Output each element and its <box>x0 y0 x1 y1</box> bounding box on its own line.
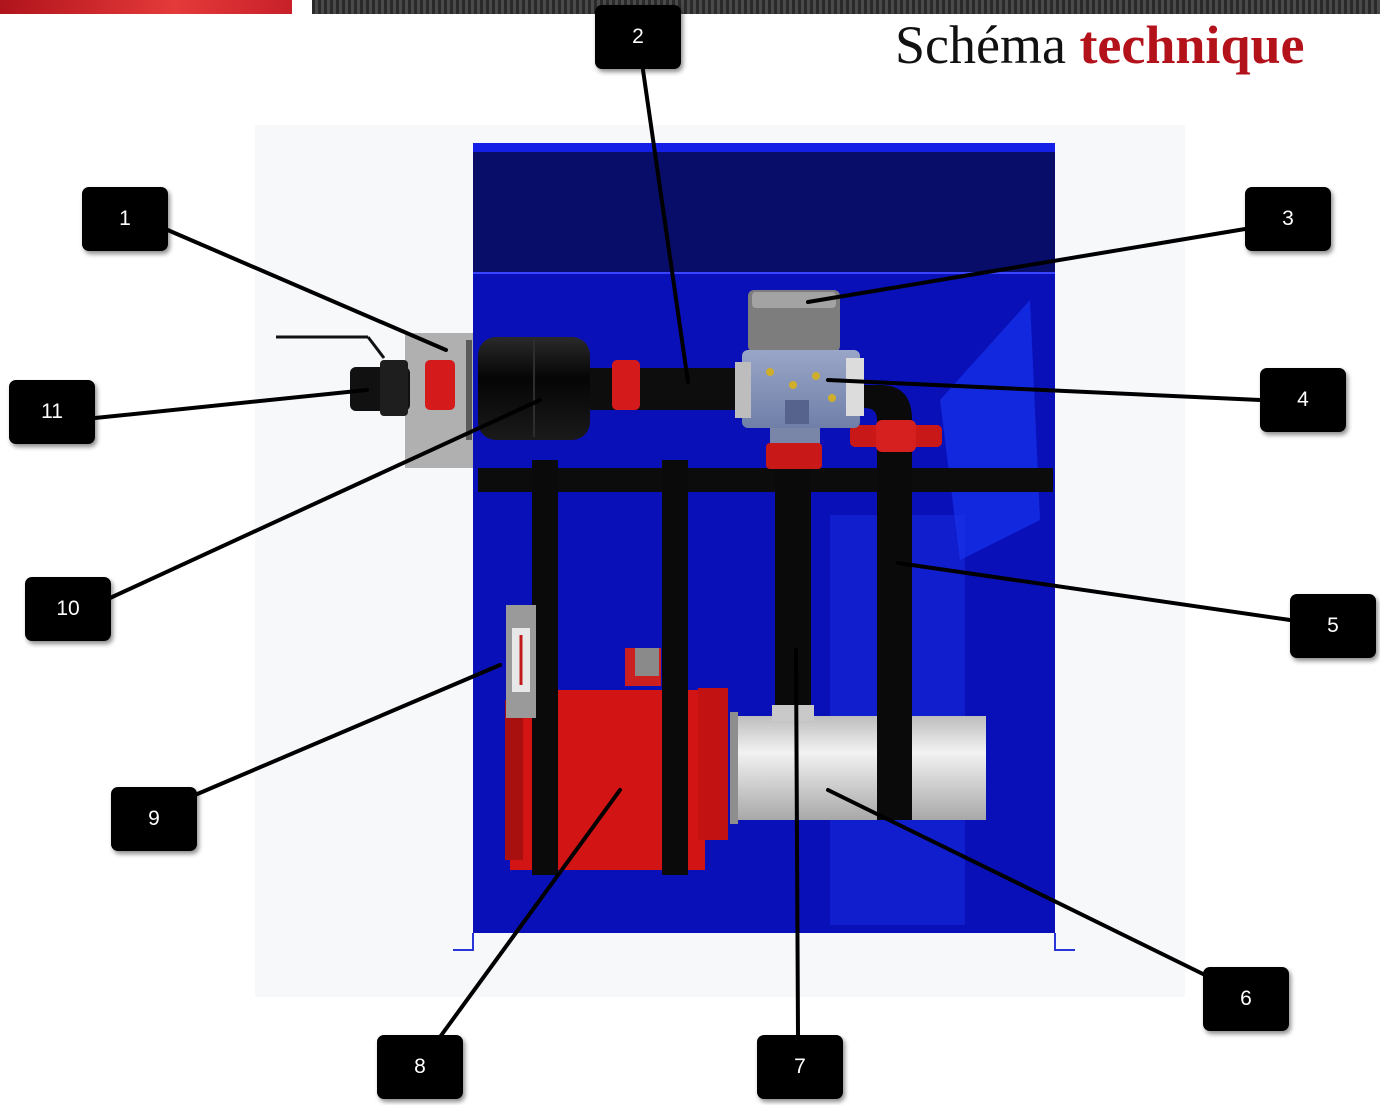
motor-flange <box>698 688 728 840</box>
return-pipe-clamp <box>850 420 942 452</box>
motor-terminal-cap <box>635 648 659 676</box>
leader-line-6 <box>826 788 1207 977</box>
header-banner-red <box>0 0 292 14</box>
callout-10: 10 <box>25 577 111 641</box>
leader-line-10 <box>108 398 542 600</box>
heater-cylinder-cap <box>730 712 738 824</box>
tank-lid-edge <box>473 143 1055 152</box>
leader-line-7 <box>794 648 800 1037</box>
callout-8: 8 <box>377 1035 463 1099</box>
return-pipe <box>877 440 912 820</box>
callout-9: 9 <box>111 787 197 851</box>
callout-3: 3 <box>1245 187 1331 251</box>
valve-clamp <box>425 360 455 410</box>
filter <box>478 337 590 440</box>
tank-lid <box>473 143 1055 273</box>
level-indicator <box>506 605 536 718</box>
callout-6: 6 <box>1203 967 1289 1031</box>
inlet-valve <box>276 335 455 416</box>
mounting-rod-right <box>662 460 688 875</box>
suction-pipe <box>775 468 811 708</box>
callout-5: 5 <box>1290 594 1376 658</box>
support-bar <box>478 468 1053 492</box>
tank-reflection <box>940 300 1040 560</box>
header-banner-dark <box>312 0 1380 14</box>
callout-7: 7 <box>757 1035 843 1099</box>
page-title: Schéma technique <box>895 14 1304 76</box>
leader-line-1 <box>161 226 448 352</box>
callout-4: 4 <box>1260 368 1346 432</box>
leader-line-4 <box>826 378 1262 402</box>
motor-fan-cover <box>505 700 523 860</box>
leader-line-11 <box>93 388 369 420</box>
callout-1: 1 <box>82 187 168 251</box>
tank-foot-left <box>453 933 474 951</box>
leader-line-9 <box>193 663 502 797</box>
callout-11: 11 <box>9 380 95 444</box>
callout-2: 2 <box>595 5 681 69</box>
pump <box>735 290 864 469</box>
title-prefix: Schéma <box>895 15 1066 75</box>
inlet-flange-edge <box>466 340 472 440</box>
leader-line-3 <box>806 227 1247 304</box>
tank-foot-right <box>1054 933 1075 951</box>
main-pipe-clamp <box>612 360 640 410</box>
suction-pipe-joint <box>772 705 814 721</box>
leader-lines <box>93 68 1292 1039</box>
leader-line-5 <box>896 561 1292 622</box>
leader-line-2 <box>641 68 690 384</box>
leader-line-8 <box>438 788 622 1039</box>
title-accent: technique <box>1079 15 1305 75</box>
mounting-rod-left <box>532 460 558 875</box>
